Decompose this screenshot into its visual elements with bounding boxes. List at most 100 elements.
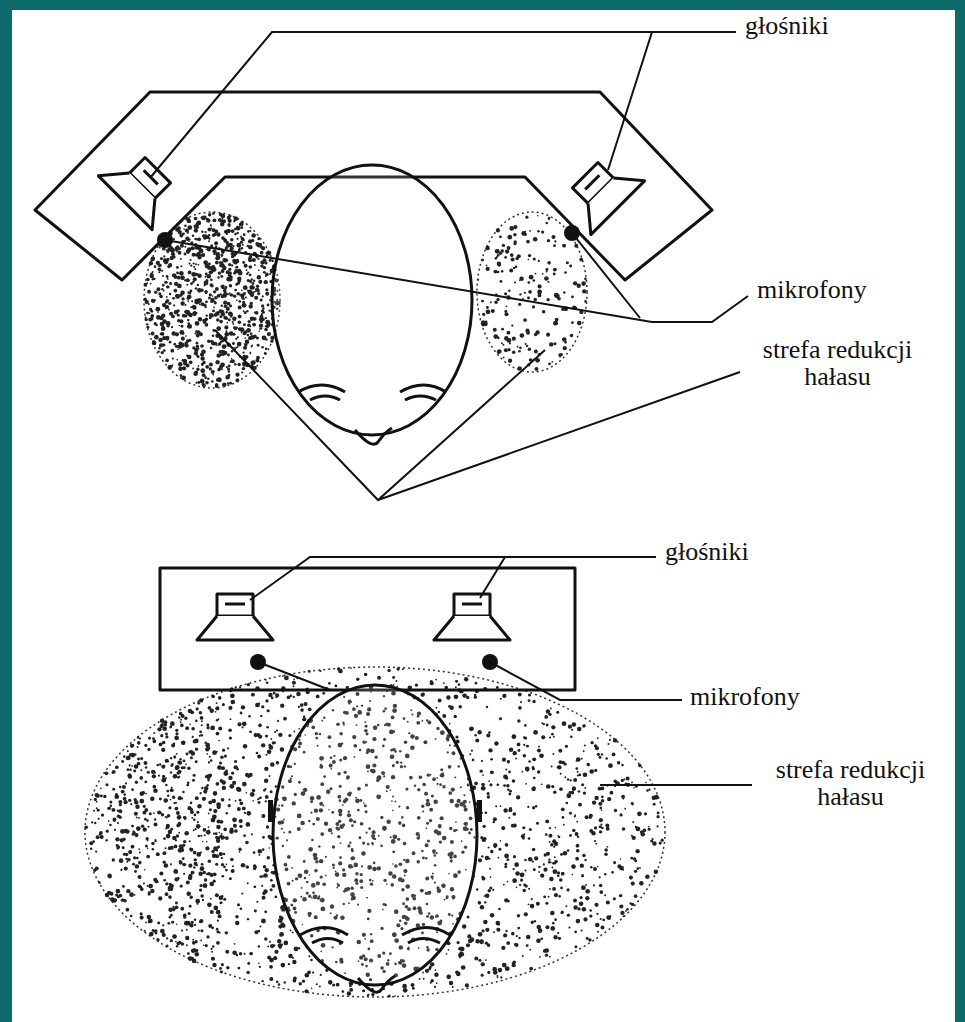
noise-dot	[261, 304, 264, 307]
noise-dot	[524, 292, 526, 294]
noise-dot	[166, 790, 169, 793]
noise-dot	[180, 719, 182, 721]
noise-dot	[283, 717, 287, 721]
noise-dot	[573, 899, 577, 903]
noise-dot	[202, 373, 206, 377]
noise-dot	[247, 334, 250, 337]
noise-dot	[260, 251, 264, 255]
noise-dot	[228, 365, 231, 368]
noise-dot	[175, 294, 180, 299]
noise-dot	[228, 274, 231, 277]
noise-dot	[231, 229, 235, 233]
noise-dot	[115, 893, 118, 896]
noise-dot	[177, 309, 180, 312]
noise-dot	[157, 811, 161, 815]
noise-dot	[226, 366, 228, 368]
noise-dot	[240, 236, 242, 238]
noise-dot	[520, 872, 525, 877]
noise-dot	[571, 729, 573, 731]
noise-dot	[194, 371, 197, 374]
noise-dot	[242, 721, 247, 726]
noise-dot	[240, 226, 243, 229]
noise-dot	[239, 952, 242, 955]
noise-dot	[237, 342, 242, 347]
noise-dot	[156, 287, 160, 291]
noise-dot	[242, 244, 244, 246]
noise-dot	[255, 288, 259, 292]
noise-dot	[645, 782, 647, 784]
noise-dot	[481, 783, 485, 787]
noise-dot	[532, 305, 535, 308]
noise-dot	[233, 272, 236, 275]
noise-dot	[183, 362, 187, 366]
noise-dot	[138, 861, 142, 865]
noise-dot	[158, 263, 162, 267]
noise-dot	[599, 825, 602, 828]
noise-dot	[187, 300, 189, 302]
noise-dot	[261, 346, 264, 349]
noise-dot	[195, 321, 200, 326]
noise-dot	[265, 251, 268, 254]
noise-dot	[200, 356, 204, 360]
noise-dot	[519, 293, 521, 295]
noise-dot	[128, 774, 133, 779]
noise-dot	[507, 789, 510, 792]
noise-dot	[512, 962, 514, 964]
noise-dot	[248, 265, 252, 269]
noise-dot	[277, 939, 281, 943]
noise-dot	[187, 294, 192, 299]
noise-dot	[250, 352, 252, 354]
noise-dot	[481, 855, 483, 857]
noise-dot	[196, 342, 199, 345]
noise-dot	[296, 692, 301, 697]
noise-dot	[184, 343, 188, 347]
noise-dot	[513, 233, 517, 237]
noise-dot	[185, 726, 189, 730]
noise-dot	[545, 902, 548, 905]
noise-dot	[214, 229, 218, 233]
noise-dot	[194, 918, 196, 920]
noise-dot	[569, 265, 572, 268]
noise-dot	[247, 279, 250, 282]
noise-dot	[455, 681, 457, 683]
noise-dot	[171, 331, 175, 335]
noise-dot	[260, 715, 262, 717]
noise-dot	[248, 257, 251, 260]
noise-dot	[264, 352, 267, 355]
noise-dot	[251, 345, 253, 347]
noise-dot	[567, 849, 570, 852]
noise-dot	[237, 967, 240, 970]
noise-dot	[232, 245, 234, 247]
noise-dot	[138, 817, 140, 819]
noise-dot	[262, 307, 264, 309]
noise-dot	[525, 884, 528, 887]
noise-dot	[148, 884, 153, 889]
noise-dot	[474, 734, 476, 736]
noise-dot	[239, 293, 241, 295]
noise-dot	[219, 350, 223, 354]
noise-dot	[221, 798, 225, 802]
noise-dot	[518, 350, 521, 353]
noise-dot	[502, 244, 505, 247]
noise-dot	[238, 722, 242, 726]
noise-dot	[308, 955, 310, 957]
noise-dot	[221, 368, 223, 370]
noise-dot	[292, 931, 294, 933]
noise-dot	[190, 259, 192, 261]
noise-dot	[100, 787, 102, 789]
noise-dot	[261, 705, 264, 708]
noise-dot	[172, 934, 177, 939]
noise-dot	[210, 224, 212, 226]
noise-dot	[547, 281, 549, 283]
noise-dot	[553, 272, 556, 275]
noise-dot	[201, 253, 205, 257]
noise-dot	[153, 789, 158, 794]
noise-dot	[197, 273, 201, 277]
noise-dot	[620, 858, 622, 860]
noise-dot	[552, 887, 556, 891]
noise-dot	[491, 309, 495, 313]
noise-dot	[206, 218, 209, 221]
noise-dot	[168, 309, 170, 311]
noise-dot	[261, 309, 264, 312]
noise-dot	[195, 760, 198, 763]
